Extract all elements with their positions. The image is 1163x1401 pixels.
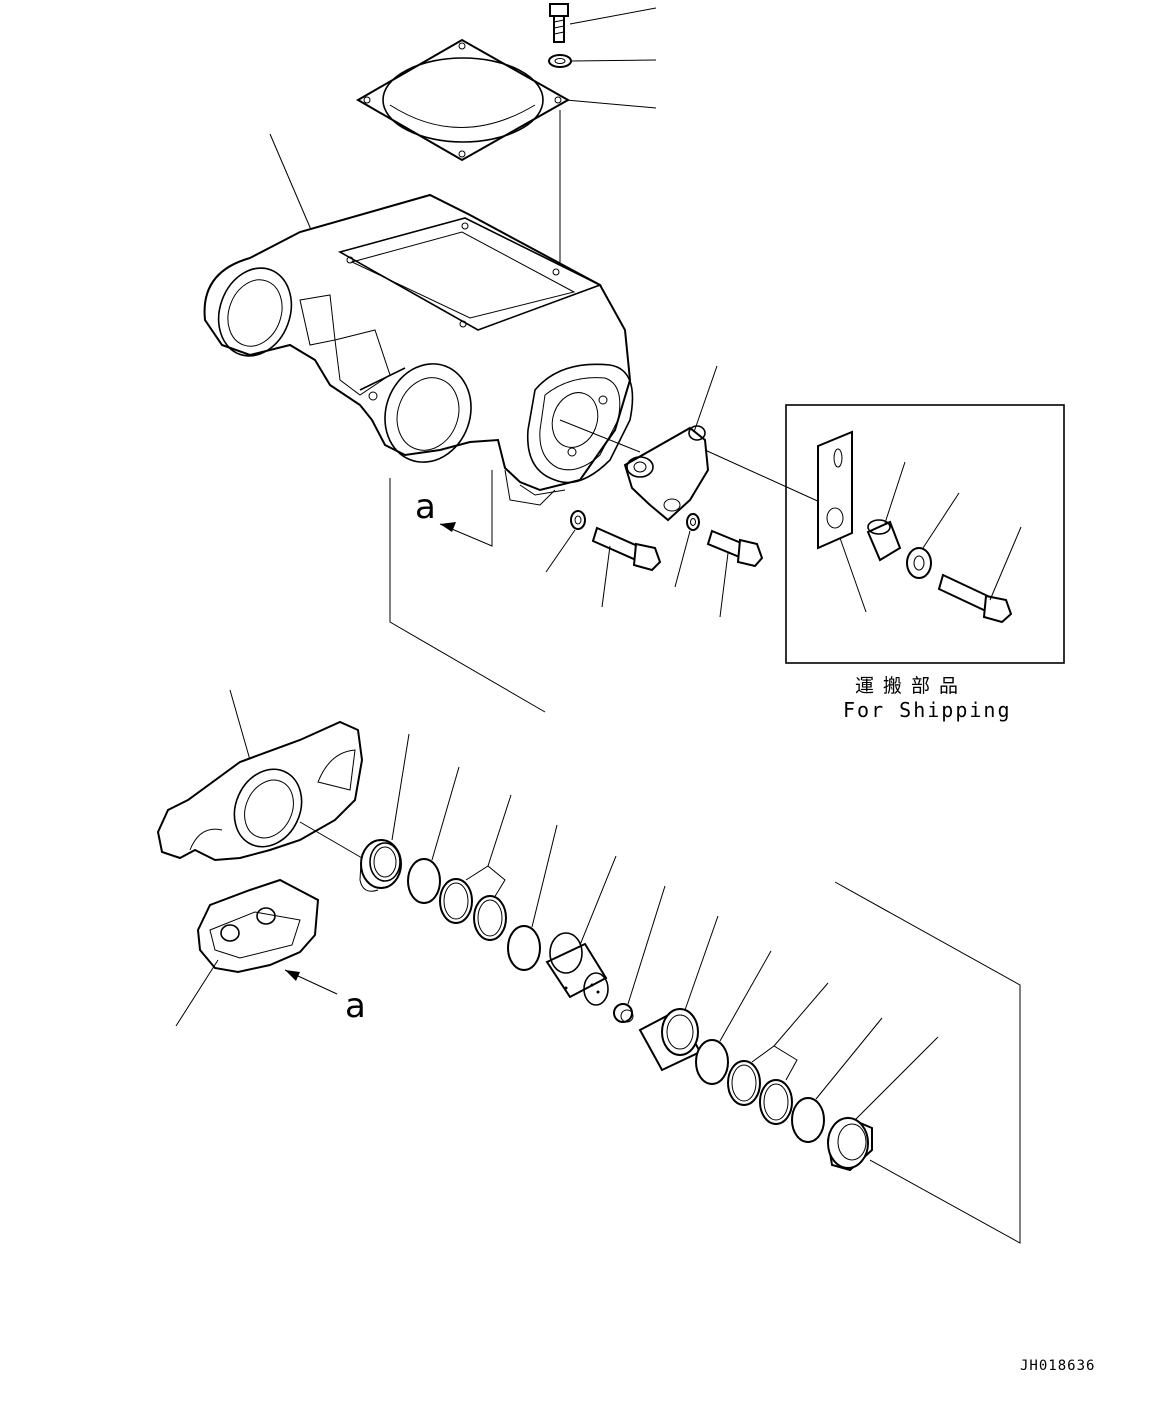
cover-plate xyxy=(355,38,571,162)
shipping-bolt xyxy=(937,526,1022,624)
washer-small-1 xyxy=(545,510,586,573)
drawing-code: JH018636 xyxy=(1020,1358,1095,1374)
o-ring-left-2 xyxy=(507,824,558,971)
center-line xyxy=(389,478,546,713)
main-frame xyxy=(203,133,634,506)
plug xyxy=(613,885,666,1023)
leader-line xyxy=(569,7,657,25)
shipping-spacer xyxy=(866,461,906,562)
mounting-bracket xyxy=(623,365,718,522)
seal-housing-left xyxy=(359,733,410,892)
pin xyxy=(545,855,617,1006)
center-line xyxy=(299,821,363,859)
shipping-parts-box xyxy=(785,404,1065,664)
guard-block xyxy=(175,878,320,1027)
shipping-label-en: For Shipping xyxy=(843,698,1012,722)
center-line xyxy=(704,449,823,504)
view-label-a: a xyxy=(415,487,436,527)
o-ring-right-2 xyxy=(791,1017,883,1143)
shipping-label-jp: 運搬部品 xyxy=(855,675,967,697)
bolt-2 xyxy=(706,529,764,618)
leader-line xyxy=(571,59,657,62)
view-label-a: a xyxy=(345,986,366,1026)
bolt-1 xyxy=(591,526,662,608)
washer-small-2 xyxy=(674,513,700,588)
view-arrow-a-top: a xyxy=(415,470,493,547)
leader-line xyxy=(269,133,313,233)
center-line xyxy=(559,419,641,453)
side-link xyxy=(156,689,364,862)
ring-pair-left xyxy=(439,794,512,941)
shipping-plate xyxy=(817,430,867,613)
top-washer xyxy=(548,54,572,68)
bushing xyxy=(638,915,719,1072)
center-line xyxy=(834,881,1021,1244)
view-arrow-a-bottom: a xyxy=(284,969,366,1026)
seal-housing-right xyxy=(826,1036,939,1172)
ring-pair-right xyxy=(727,982,829,1125)
shipping-washer xyxy=(906,492,960,579)
o-ring-right-1 xyxy=(695,950,772,1085)
o-ring-left-1 xyxy=(407,766,460,904)
top-bolt xyxy=(549,3,569,43)
leader-line xyxy=(565,99,657,109)
